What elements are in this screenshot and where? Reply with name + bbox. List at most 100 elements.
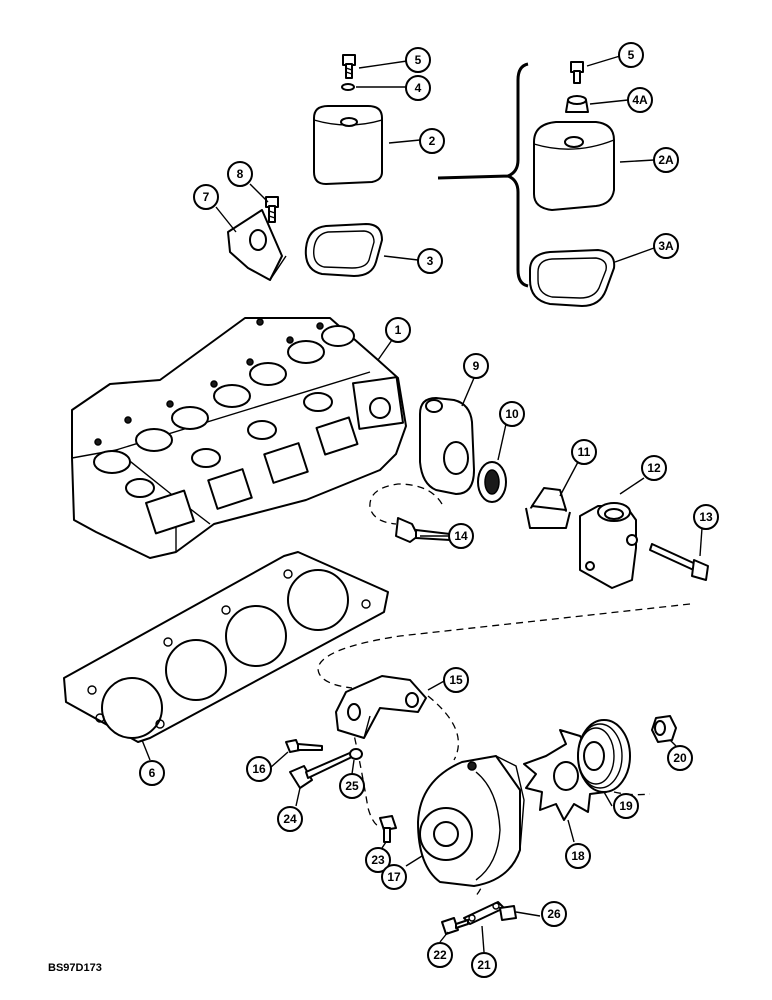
callout-25: 25 [339,773,365,799]
svg-text:14: 14 [454,529,468,543]
callout-3a: 3A [653,233,679,259]
strap-part-21 [463,901,505,925]
gasket-part-3 [304,223,383,277]
callouts: 5 4 2 3 7 8 5 4A 2A 3A 1 9 10 11 12 13 1… [139,42,719,978]
svg-text:17: 17 [387,870,401,884]
svg-text:6: 6 [149,766,156,780]
bolt-part-22 [441,917,469,935]
svg-text:15: 15 [449,673,463,687]
head-gasket-part-6 [63,551,389,743]
thermostat-part-11 [525,487,571,529]
callout-6: 6 [139,760,165,786]
callout-14: 14 [448,523,474,549]
svg-text:24: 24 [283,812,297,826]
svg-text:8: 8 [237,167,244,181]
svg-text:4: 4 [415,81,422,95]
callout-10: 10 [499,401,525,427]
cover-part-2 [313,105,383,185]
callout-1: 1 [385,317,411,343]
svg-text:22: 22 [433,948,447,962]
cylinder-head-bolt-holes [94,318,324,446]
callout-18: 18 [565,843,591,869]
svg-text:23: 23 [371,853,385,867]
cylinder-head-valve-bosses [93,325,355,498]
callout-16: 16 [246,756,272,782]
callout-21: 21 [471,952,497,978]
washer-part-25 [349,748,363,760]
svg-text:12: 12 [647,461,661,475]
cover-assembly-alternate [529,61,616,307]
svg-text:3: 3 [427,254,434,268]
callout-4: 4 [405,75,431,101]
assembly-path-19 [613,791,651,796]
bolt-part-5 [342,54,356,79]
callout-23: 23 [365,847,391,873]
callout-9: 9 [463,353,489,379]
svg-text:18: 18 [571,849,585,863]
svg-text:11: 11 [578,445,591,459]
seal-part-10 [477,461,507,503]
bolt-part-5-alt [570,61,584,84]
assembly-path-13 [317,603,691,689]
bolt-part-26 [499,905,517,921]
gasket-part-3a [529,249,616,307]
callout-4a: 4A [627,87,653,113]
callout-22: 22 [427,942,453,968]
callout-19: 19 [613,793,639,819]
callout-13: 13 [693,504,719,530]
svg-text:4A: 4A [632,93,648,107]
bolt-part-24 [289,751,355,789]
alternate-parts-brace [437,62,529,288]
svg-text:10: 10 [505,407,519,421]
callout-24: 24 [277,806,303,832]
bolt-part-23 [379,815,397,843]
callout-17: 17 [381,864,407,890]
callout-5-alt: 5 [618,42,644,68]
cover-assembly-standard [227,54,383,281]
callout-2: 2 [419,128,445,154]
callout-3: 3 [417,248,443,274]
callout-26: 26 [541,901,567,927]
callout-2a: 2A [653,147,679,173]
svg-text:25: 25 [345,779,359,793]
svg-text:21: 21 [477,958,491,972]
cylinder-head-part-1 [71,317,407,559]
svg-text:9: 9 [473,359,480,373]
leader-lines [141,55,703,953]
svg-text:2A: 2A [658,153,674,167]
callout-20: 20 [667,745,693,771]
svg-text:5: 5 [415,53,422,67]
assembly-path-14 [369,483,443,525]
alternator-bracket-part-15 [335,675,427,739]
cover-part-2a [533,121,615,211]
svg-text:5: 5 [628,48,635,62]
svg-text:20: 20 [673,751,687,765]
bolt-part-8 [265,196,279,223]
callout-8: 8 [227,161,253,187]
svg-text:2: 2 [429,134,436,148]
bolt-part-13 [649,543,709,581]
svg-text:26: 26 [547,907,561,921]
head-gasket-holes [87,569,371,729]
assembly-path-15 [427,695,460,761]
nut-part-4a [565,95,589,113]
svg-text:16: 16 [252,762,266,776]
callout-11: 11 [571,439,597,465]
assembly-path-24 [351,725,379,827]
svg-text:7: 7 [203,190,210,204]
thermostat-housing-part-12 [579,502,638,589]
callout-5: 5 [405,47,431,73]
nut-part-20 [651,715,677,743]
bracket-part-7 [227,209,287,281]
washer-part-4 [341,83,355,91]
cylinder-head-ports [145,376,404,535]
pulley-part-19 [577,719,631,793]
callout-7: 7 [193,184,219,210]
svg-text:13: 13 [699,510,713,524]
callout-15: 15 [443,667,469,693]
svg-text:3A: 3A [658,239,674,253]
callout-12: 12 [641,455,667,481]
bolt-part-16 [285,739,323,753]
figure-code: BS97D173 [48,962,102,974]
